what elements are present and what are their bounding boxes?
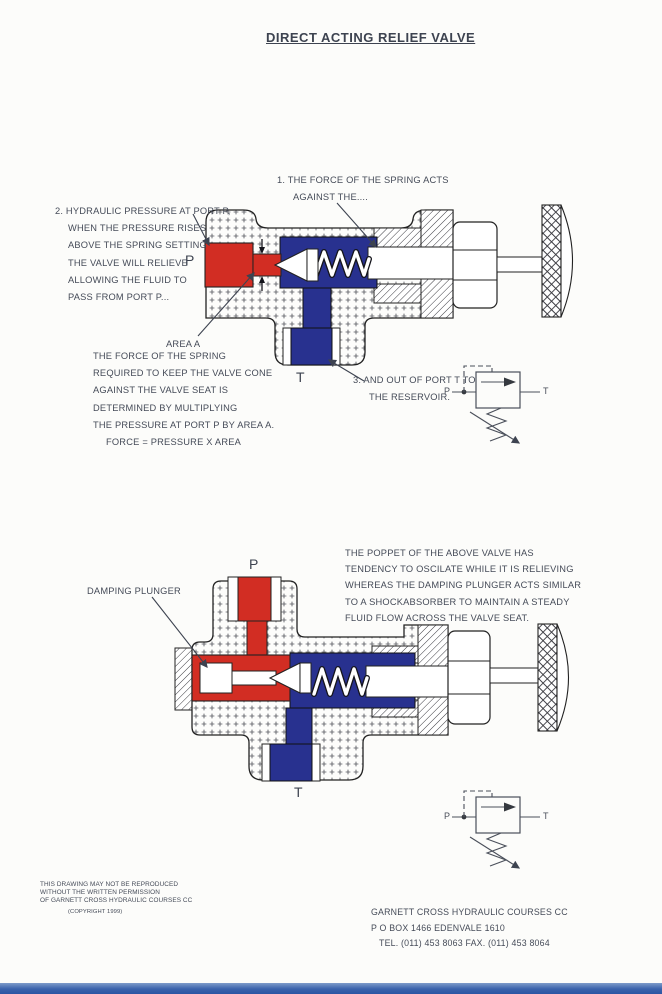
note-line: 2. HYDRAULIC PRESSURE AT PORT P, — [55, 206, 231, 216]
leader-area-note — [197, 272, 255, 337]
page-title: DIRECT ACTING RELIEF VALVE — [266, 30, 476, 45]
valve2-port-t — [269, 743, 313, 782]
note-spring-force: 1. THE FORCE OF THE SPRING ACTS AGAINST … — [277, 172, 449, 206]
copyright-line: OF GARNETT CROSS HYDRAULIC COURSES CC — [40, 897, 193, 904]
leader-pressure-note — [192, 213, 210, 247]
valve2-adjusting-stem — [489, 667, 539, 684]
company-name: GARNETT CROSS HYDRAULIC COURSES CC — [371, 907, 568, 917]
valve1-area-marker-bottom-head — [259, 276, 265, 283]
valve1-locknut — [452, 221, 498, 309]
valve1-adjusting-stem — [496, 256, 543, 273]
leader-damping-plunger — [151, 596, 208, 668]
scan-edge-strip — [0, 983, 662, 994]
area-a-label: AREA A — [166, 339, 201, 349]
copyright-line: WITHOUT THE WRITTEN PERMISSION — [40, 889, 160, 896]
symbol2-t-label: T — [543, 811, 549, 821]
valve2-port-p-label: P — [249, 556, 259, 572]
valve2-poppet-base — [299, 662, 312, 694]
note-line: WHEN THE PRESSURE RISES — [68, 223, 207, 234]
note-line: TO A SHOCKABSORBER TO MAINTAIN A STEADY — [345, 596, 570, 607]
copyright-line: THIS DRAWING MAY NOT BE REPRODUCED — [40, 881, 179, 888]
note-line: FLUID FLOW ACROSS THE VALVE SEAT. — [345, 612, 530, 623]
note-line: AGAINST THE VALVE SEAT IS — [93, 385, 229, 396]
copyright-notice: THIS DRAWING MAY NOT BE REPRODUCED WITHO… — [40, 881, 192, 916]
note-line: THE RESERVOIR. — [369, 392, 451, 403]
valve2-stem-channel — [365, 665, 459, 698]
symbol1-t-label: T — [543, 386, 549, 396]
valve1-area-marker-top-head — [259, 247, 265, 254]
note-line: TENDENCY TO OSCILATE WHILE IT IS RELIEVI… — [345, 564, 574, 575]
valve1-spring — [314, 250, 371, 277]
leader-tank-note — [327, 359, 365, 382]
valve1-adjuster-hatch-bottom — [373, 283, 422, 304]
valve2-port-t-label: T — [294, 784, 303, 800]
note-line: 3. AND OUT OF PORT T TO — [353, 375, 476, 385]
valve1-port-t — [290, 327, 333, 366]
note-area-calculation: THE FORCE OF THE SPRING REQUIRED TO KEEP… — [93, 348, 274, 451]
note-poppet-damping: THE POPPET OF THE ABOVE VALVE HAS TENDEN… — [345, 545, 581, 626]
valve1-port-t-label: T — [296, 369, 305, 385]
note-tank-flow: 3. AND OUT OF PORT T TO THE RESERVOIR. — [353, 372, 476, 406]
valve2-port-p — [237, 576, 272, 622]
company-phone: TEL. (011) 453 8063 FAX. (011) 453 8064 — [379, 938, 550, 949]
valve2-cutaway — [151, 576, 569, 782]
note-line: THE PRESSURE AT PORT P BY AREA A. — [93, 419, 275, 430]
valve2-end-cap-hatch — [174, 647, 194, 711]
valve1-port-p — [204, 242, 254, 288]
company-address: P O BOX 1466 EDENVALE 1610 — [371, 922, 505, 933]
valve2-tank-passage — [285, 707, 313, 745]
valve1-port-p-label: P — [185, 252, 195, 268]
valve2-knob-knurl — [537, 623, 558, 732]
note-line: 1. THE FORCE OF THE SPRING ACTS — [277, 175, 449, 185]
note-line: FORCE = PRESSURE X AREA — [106, 437, 242, 448]
valve1-adjuster-hatch-top — [373, 227, 422, 248]
company-contact: GARNETT CROSS HYDRAULIC COURSES CC P O B… — [371, 905, 568, 952]
note-line: ABOVE THE SPRING SETTING — [68, 240, 207, 251]
valve2-spring — [312, 667, 369, 696]
note-line: PASS FROM PORT P... — [68, 292, 170, 303]
note-line: ALLOWING THE FLUID TO — [68, 274, 187, 285]
valve2-pressure-passage — [246, 617, 268, 659]
valve1-knob-knurl — [541, 204, 562, 318]
valve2-damping-plunger — [199, 662, 233, 694]
note-line: AGAINST THE.... — [293, 192, 368, 203]
note-line: THE POPPET OF THE ABOVE VALVE HAS — [345, 548, 534, 558]
valve1-tank-passage — [302, 287, 332, 330]
valve1-poppet-base — [306, 248, 319, 282]
note-line: DETERMINED BY MULTIPLYING — [93, 402, 238, 413]
leader-spring-note — [336, 202, 377, 248]
damping-plunger-label: DAMPING PLUNGER — [87, 586, 181, 596]
note-line: THE FORCE OF THE SPRING — [93, 351, 227, 361]
note-line: THE VALVE WILL RELIEVE — [68, 257, 188, 268]
valve1-stem-channel — [367, 246, 461, 280]
valve1-knob-face — [560, 204, 573, 318]
note-line: REQUIRED TO KEEP THE VALVE CONE — [93, 368, 273, 379]
valve1-cutaway — [192, 202, 573, 382]
symbol1-p-label: P — [444, 386, 451, 396]
note-line: WHEREAS THE DAMPING PLUNGER ACTS SIMILAR — [345, 580, 582, 591]
relief-valve-symbol-bottom — [452, 791, 540, 868]
symbol2-p-label: P — [444, 811, 451, 821]
note-hydraulic-pressure: 2. HYDRAULIC PRESSURE AT PORT P, WHEN TH… — [55, 203, 231, 306]
valve2-locknut — [447, 630, 491, 725]
copyright-line: (COPYRIGHT 1999) — [68, 909, 123, 915]
valve2-knob-face — [556, 623, 569, 732]
